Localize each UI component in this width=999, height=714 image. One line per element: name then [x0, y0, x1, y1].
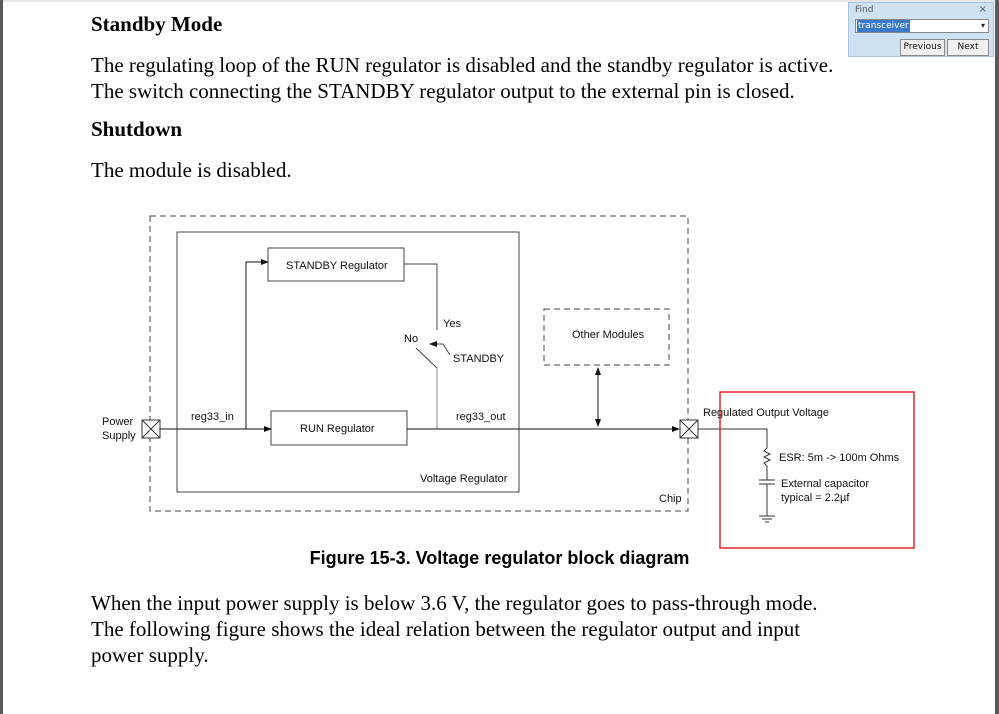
highlight-box: [719, 391, 915, 549]
paragraph-standby-line2: The switch connecting the STANDBY regula…: [91, 79, 795, 103]
standby-control-arrow: [429, 341, 451, 356]
page-top-edge: [0, 0, 999, 2]
label-supply: Supply: [102, 430, 136, 442]
standby-output-wire: [404, 263, 438, 330]
paragraph-after-line2: The following figure shows the ideal rel…: [91, 617, 801, 641]
label-chip: Chip: [659, 493, 682, 505]
close-icon[interactable]: ×: [978, 4, 987, 15]
find-query-text[interactable]: transceiver: [857, 20, 910, 32]
chip-boundary: [149, 215, 689, 512]
paragraph-after-line3: power supply.: [91, 643, 209, 667]
label-other-modules: Other Modules: [572, 329, 645, 341]
output-pin-icon: [679, 419, 699, 439]
run-regulator-box: [270, 410, 408, 446]
label-ext-cap-1: External capacitor: [781, 478, 869, 490]
standby-regulator-box: [267, 247, 405, 282]
label-power: Power: [102, 416, 134, 428]
label-reg33-out: reg33_out: [456, 411, 506, 423]
paragraph-shutdown: The module is disabled.: [91, 158, 292, 182]
label-regulated-output: Regulated Output Voltage: [703, 407, 829, 419]
esr-resistor-icon: [762, 447, 772, 467]
switch-blade: [415, 347, 438, 369]
label-ext-cap-2: typical = 2.2µf: [781, 492, 850, 504]
label-esr: ESR: 5m -> 100m Ohms: [779, 452, 900, 464]
heading-shutdown: Shutdown: [91, 117, 183, 141]
label-standby-regulator: STANDBY Regulator: [286, 260, 388, 272]
label-run-regulator: RUN Regulator: [300, 423, 375, 435]
ground-icon: [759, 515, 775, 523]
find-previous-button[interactable]: Previous: [900, 39, 945, 56]
label-voltage-regulator: Voltage Regulator: [420, 473, 508, 485]
label-no: No: [404, 333, 418, 345]
label-yes: Yes: [443, 318, 461, 330]
label-reg33-in: reg33_in: [191, 411, 234, 423]
power-supply-pin-icon: [141, 419, 161, 439]
find-next-button[interactable]: Next: [947, 39, 989, 56]
chevron-down-icon[interactable]: ▾: [980, 21, 985, 30]
output-wire: [698, 428, 768, 448]
heading-standby-mode: Standby Mode: [91, 12, 223, 36]
paragraph-after-line1: When the input power supply is below 3.6…: [91, 591, 818, 615]
capacitor-icon: [759, 479, 775, 485]
label-standby-signal: STANDBY: [453, 353, 505, 365]
viewer-scrollbar[interactable]: [995, 0, 999, 714]
find-title: Find: [855, 5, 874, 15]
figure-caption: Figure 15-3. Voltage regulator block dia…: [309, 548, 690, 568]
find-search-input[interactable]: transceiver ▾: [855, 19, 989, 33]
viewer-left-border: [0, 0, 3, 714]
voltage-regulator-box: [176, 231, 520, 493]
paragraph-standby-line1: The regulating loop of the RUN regulator…: [91, 53, 834, 77]
find-panel: Find × transceiver ▾ Previous Next: [848, 2, 994, 57]
other-modules-box: [543, 308, 670, 366]
standby-feed-wire: [245, 259, 269, 429]
